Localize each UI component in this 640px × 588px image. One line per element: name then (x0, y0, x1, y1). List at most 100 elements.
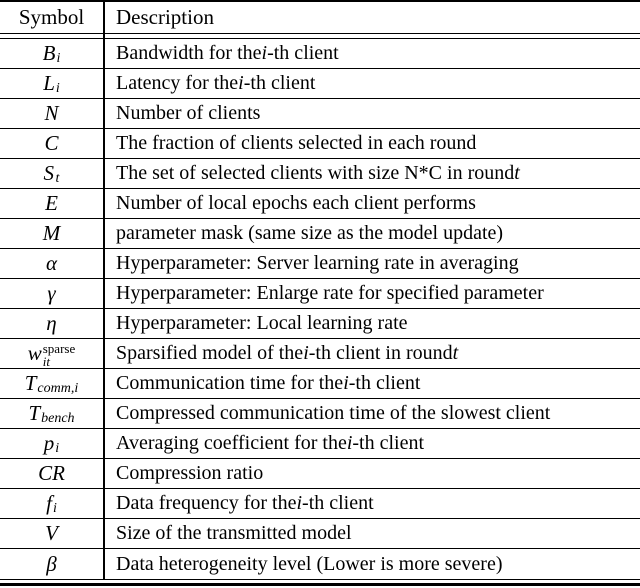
symbol-cell: CR (0, 459, 103, 488)
column-divider (103, 0, 105, 580)
description-text: parameter mask (same size as the model u… (116, 222, 504, 244)
description-text: i (346, 432, 353, 454)
symbol-base: N (44, 101, 59, 125)
description-cell: Number of clients (103, 99, 640, 128)
symbol-base: B (42, 41, 56, 65)
description-cell: Communication time for the i-th client (103, 369, 640, 398)
symbol-subscript: i (55, 440, 60, 456)
description-text: The set of selected clients with size N*… (116, 162, 515, 184)
description-text: i (238, 72, 244, 94)
description-cell: Sparsified model of the i-th client in r… (103, 339, 640, 368)
bottom-double-rule (0, 579, 640, 586)
description-text: -th client (302, 492, 374, 514)
description-text: t (452, 342, 459, 364)
symbol-base: γ (47, 281, 56, 305)
table-row: M parameter mask (same size as the model… (0, 219, 640, 249)
table-row: η Hyperparameter: Local learning rate (0, 309, 640, 339)
description-cell: Averaging coefficient for the i-th clien… (103, 429, 640, 458)
description-cell: Data frequency for the i-th client (103, 489, 640, 518)
description-text: Communication time for the (116, 372, 344, 394)
table-row: α Hyperparameter: Server learning rate i… (0, 249, 640, 279)
description-text: i (261, 42, 268, 64)
table-row: CR Compression ratio (0, 459, 640, 489)
symbol-subscript: it (42, 353, 50, 369)
symbol-cell: η (0, 309, 103, 338)
symbol-cell: α (0, 249, 103, 278)
symbol-subscript: comm,i (37, 380, 79, 396)
symbol-base: C (44, 131, 59, 155)
description-text: Hyperparameter: Local learning rate (116, 312, 408, 334)
description-cell: Compressed communication time of the slo… (103, 399, 640, 428)
symbol-base: M (42, 221, 61, 245)
symbol-cell: M (0, 219, 103, 248)
description-text: Compression ratio (116, 462, 264, 484)
description-text: i (303, 342, 309, 364)
symbol-subscript: bench (41, 410, 75, 426)
description-text: Data frequency for the (116, 492, 297, 514)
description-text: Number of clients (116, 102, 261, 124)
symbol-base: L (43, 71, 55, 95)
symbol-subscript: i (56, 50, 61, 66)
description-text: Compressed communication time of the slo… (116, 402, 551, 424)
description-cell: Latency for the i-th client (103, 69, 640, 98)
description-text: i (343, 372, 349, 394)
description-text: -th client (348, 372, 421, 394)
symbol-cell: β (0, 549, 103, 579)
table-row: C The fraction of clients selected in ea… (0, 129, 640, 159)
description-text: t (514, 162, 520, 184)
description-text: Averaging coefficient for the (116, 432, 347, 454)
symbol-base: E (45, 191, 58, 215)
description-cell: Bandwidth for the i-th client (103, 39, 640, 68)
description-text: Hyperparameter: Enlarge rate for specifi… (116, 282, 544, 304)
symbol-base: CR (38, 461, 65, 485)
table-row: V Size of the transmitted model (0, 519, 640, 549)
symbol-base: α (45, 251, 58, 275)
description-text: Hyperparameter: Server learning rate in … (116, 252, 519, 274)
column-header-symbol: Symbol (18, 5, 85, 29)
description-cell: Hyperparameter: Local learning rate (103, 309, 640, 338)
symbol-base: β (46, 551, 57, 576)
symbol-cell: C (0, 129, 103, 158)
table-row: β Data heterogeneity level (Lower is mor… (0, 549, 640, 579)
symbol-base: η (46, 311, 57, 335)
symbol-subscript: t (55, 170, 60, 186)
header-double-rule (0, 33, 640, 39)
description-cell: Data heterogeneity level (Lower is more … (103, 549, 640, 579)
description-text: The fraction of clients selected in each… (116, 132, 477, 154)
description-cell: Compression ratio (103, 459, 640, 488)
description-text: Number of local epochs each client perfo… (116, 192, 476, 214)
description-text: -th client (267, 42, 339, 64)
table-header-row: Symbol Description (0, 2, 640, 33)
symbol-base: f (46, 491, 52, 515)
description-text: Sparsified model of the (116, 342, 304, 364)
symbol-base: w (27, 341, 42, 365)
description-text: i (296, 492, 303, 514)
table-row: γ Hyperparameter: Enlarge rate for speci… (0, 279, 640, 309)
table-row: N Number of clients (0, 99, 640, 129)
symbol-subscript: i (55, 80, 60, 96)
description-cell: Size of the transmitted model (103, 519, 640, 548)
symbol-cell: γ (0, 279, 103, 308)
description-text: Data heterogeneity level (Lower is more … (116, 552, 503, 575)
description-text: Latency for the (116, 72, 239, 94)
column-header-description: Description (116, 5, 214, 29)
symbol-cell: N (0, 99, 103, 128)
symbol-subscript: i (52, 500, 57, 516)
description-text: -th client (352, 432, 425, 454)
symbol-base: V (45, 521, 58, 545)
